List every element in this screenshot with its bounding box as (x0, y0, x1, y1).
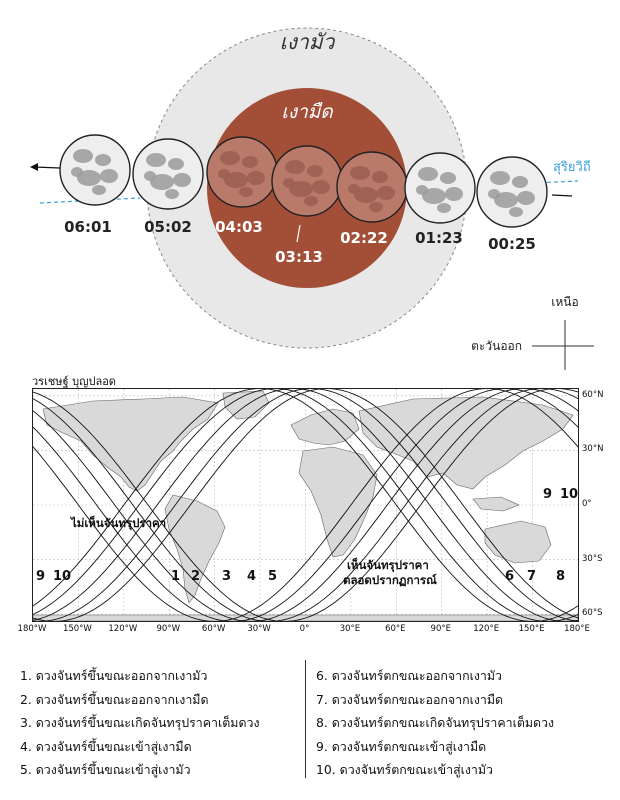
north-america (42, 396, 219, 492)
time-label: 00:25 (488, 235, 536, 253)
visibility-curve-10 (33, 389, 578, 621)
curve-number-label: 9 (36, 569, 46, 584)
moon-4 (271, 145, 343, 217)
moon-path-tail-line (551, 194, 573, 197)
curve-number-label: 5 (268, 569, 278, 584)
x-tick-label: 150°W (62, 624, 92, 634)
legend-item: 3. ดวงจันทร์ขึ้นขณะเกิดจันทรุปราคาเต็มดว… (20, 715, 260, 731)
curve-number-label: 9 (543, 487, 553, 502)
moon-1 (59, 134, 131, 206)
eclipse-diagram: เงามัว เงามืด สุริยวิถี 06:01 05:02 04:0… (30, 27, 594, 370)
curve-number-label: 2 (191, 569, 201, 584)
world-map-svg (33, 389, 578, 621)
asia (358, 396, 574, 490)
visibility-curve-9 (33, 389, 578, 621)
visibility-curve-1 (33, 389, 578, 621)
curve-number-label: 10 (560, 487, 579, 502)
ecliptic-label: สุริยวิถี (553, 159, 591, 175)
africa (298, 446, 378, 558)
no-eclipse-label: ไม่เห็นจันทรุปราคา (71, 516, 167, 530)
full-eclipse-label-1: เห็นจันทรุปราคา (347, 558, 429, 572)
x-tick-label: 60°E (385, 624, 406, 634)
visibility-curve-5 (33, 389, 578, 621)
x-tick-label: 90°W (156, 624, 180, 634)
legend-left: 1. ดวงจันทร์ขึ้นขณะออกจากเงามัว 2. ดวงจั… (20, 664, 260, 782)
curve-number-label: 7 (527, 569, 537, 584)
x-tick-label: 0° (299, 624, 310, 634)
continents (33, 390, 578, 621)
full-eclipse-label-2: ตลอดปรากฏการณ์ (343, 573, 437, 587)
legend-item: 5. ดวงจันทร์ขึ้นขณะเข้าสู่เงามัว (20, 762, 191, 778)
curve-number-label: 10 (53, 569, 72, 584)
time-label: 02:22 (340, 229, 388, 247)
visibility-curve-6 (33, 389, 578, 621)
visibility-curve-4 (33, 389, 578, 621)
umbra-label: เงามืด (281, 101, 334, 123)
visibility-curve-2 (33, 389, 578, 621)
x-tick-label: 60°W (201, 624, 226, 634)
legend-item: 1. ดวงจันทร์ขึ้นขณะออกจากเงามัว (20, 668, 208, 683)
curve-number-label: 1 (171, 569, 181, 584)
world-map: ไม่เห็นจันทรุปราคา เห็นจันทรุปราคา ตลอดป… (32, 388, 579, 622)
x-tick-label: 30°W (247, 624, 271, 634)
x-tick-label: 120°W (108, 624, 138, 634)
y-tick-label: 60°S (582, 608, 603, 619)
y-tick-label: 30°S (582, 553, 603, 564)
time-label: 04:03 (215, 218, 263, 236)
x-tick-label: 180°W (17, 624, 47, 634)
map-credit: วรเชษฐ์ บุญปลอด (32, 375, 116, 388)
penumbra-label: เงามัว (280, 30, 336, 54)
australia (484, 520, 552, 564)
compass-north-label: เหนือ (551, 295, 578, 309)
indonesia (472, 496, 520, 512)
curve-number-label: 6 (505, 569, 515, 584)
x-tick-label: 150°E (518, 624, 545, 634)
legend-item: 9. ดวงจันทร์ตกขณะเข้าสู่เงามืด (316, 738, 487, 754)
moon-path-arrow-line (33, 166, 61, 169)
legend-divider (305, 660, 306, 778)
x-tick-label: 90°E (430, 624, 451, 634)
legend-item: 7. ดวงจันทร์ตกขณะออกจากเงามืด (316, 691, 504, 707)
moon-3 (206, 136, 278, 208)
moon-2 (132, 138, 204, 210)
curve-number-label: 3 (222, 569, 232, 584)
time-label: 03:13 (275, 248, 323, 266)
legend-right: 6. ดวงจันทร์ตกขณะออกจากเงามัว 7. ดวงจันท… (316, 664, 554, 782)
time-label: 05:02 (144, 218, 192, 236)
moon-6 (404, 152, 476, 224)
moon-7 (476, 156, 548, 228)
europe (290, 408, 360, 446)
x-tick-label: 30°E (339, 624, 361, 634)
legend-item: 6. ดวงจันทร์ตกขณะออกจากเงามัว (316, 668, 503, 683)
time-label: 06:01 (64, 218, 112, 236)
legend-item: 2. ดวงจันทร์ขึ้นขณะออกจากเงามืด (20, 691, 209, 707)
legend-item: 4. ดวงจันทร์ขึ้นขณะเข้าสู่เงามืด (20, 738, 192, 754)
compass-east-label: ตะวันออก (471, 339, 522, 353)
time-pointer-line (296, 224, 301, 243)
visibility-curves (33, 389, 578, 621)
visibility-curve-8 (33, 389, 578, 621)
x-tick-label: 120°E (473, 624, 500, 634)
arrow-head-icon (30, 163, 38, 171)
legend-item: 8. ดวงจันทร์ตกขณะเกิดจันทรุปราคาเต็มดวง (316, 715, 555, 731)
x-tick-label: 180°E (564, 624, 590, 634)
curve-number-label: 8 (556, 569, 566, 584)
y-tick-label: 30°N (582, 444, 604, 455)
legend-item: 10. ดวงจันทร์ตกขณะเข้าสู่เงามัว (316, 762, 494, 778)
moon-5 (336, 151, 408, 223)
visibility-curve-3 (33, 389, 578, 621)
y-tick-label: 0° (582, 499, 592, 509)
time-label: 01:23 (415, 229, 463, 247)
compass: เหนือ ตะวันออก (471, 295, 594, 370)
y-tick-label: 60°N (582, 389, 604, 400)
visibility-curve-7 (33, 389, 578, 621)
curve-number-label: 4 (247, 569, 257, 584)
